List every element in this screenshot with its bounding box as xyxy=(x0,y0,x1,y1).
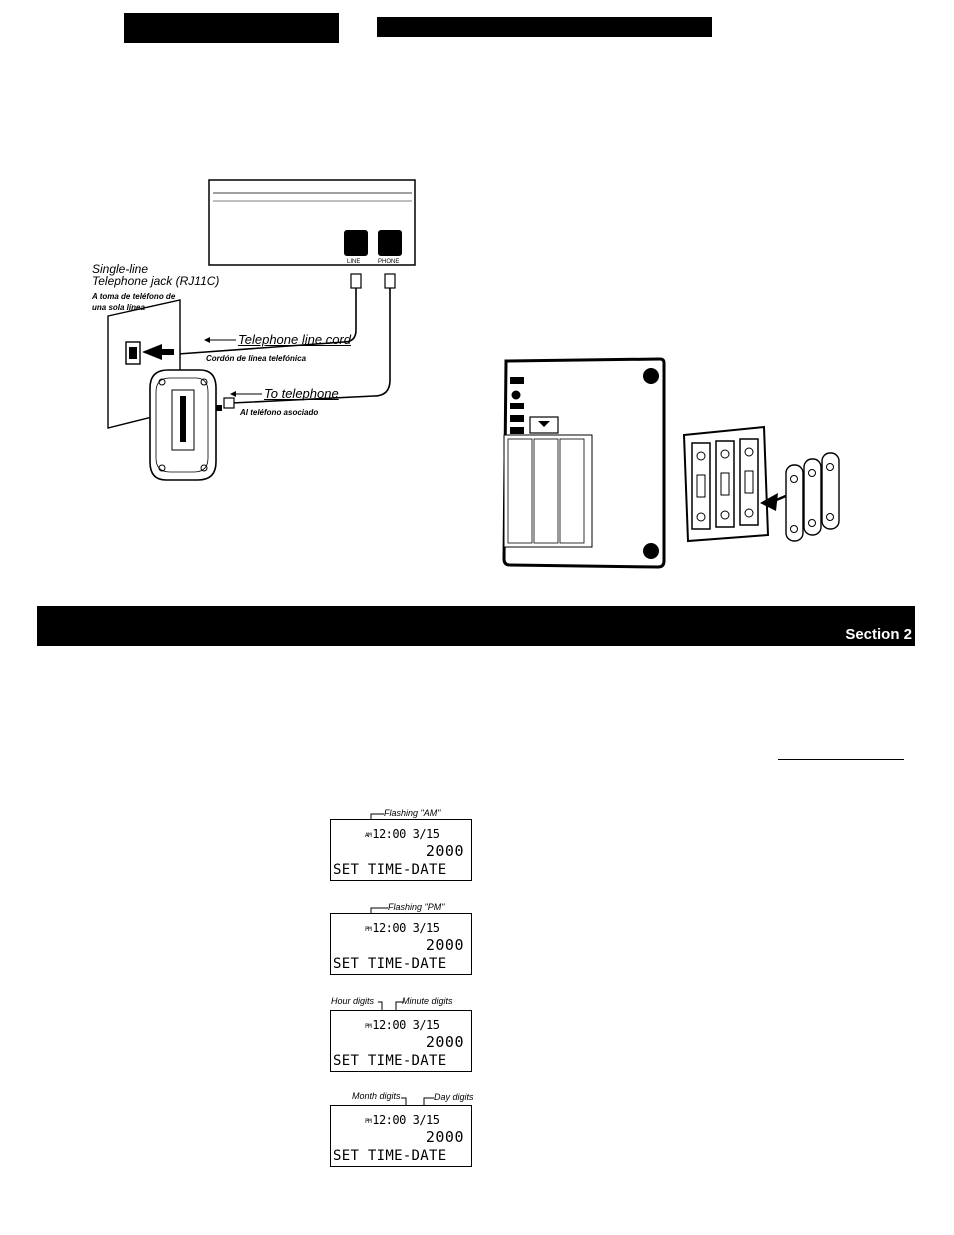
telephone-base xyxy=(149,369,217,481)
wall-jack-label-1: Single-line xyxy=(92,262,149,276)
line-jack xyxy=(344,230,368,256)
header-bar-left xyxy=(124,13,339,43)
battery-door xyxy=(682,425,770,543)
time-value: 12:00 xyxy=(372,921,406,935)
lcd-display-4: PM12:00 3/15 2000 SET TIME-DATE xyxy=(330,1105,472,1167)
lcd-display-1: AM12:00 3/15 2000 SET TIME-DATE xyxy=(330,819,472,881)
ampm-indicator: AM xyxy=(365,832,372,839)
time-value: 12:00 xyxy=(372,1018,406,1032)
answering-machine-unit xyxy=(208,179,416,266)
display-1-annotation: Flashing "AM" xyxy=(384,808,441,818)
display-message: SET TIME-DATE xyxy=(333,956,447,972)
battery-diagram xyxy=(502,357,840,569)
section-header-bar xyxy=(37,606,915,646)
wall-jack-label-2: Telephone jack (RJ11C) xyxy=(92,274,220,288)
display-4-annotation-day: Day digits xyxy=(434,1092,474,1102)
phone-jack-label: PHONE xyxy=(378,259,400,265)
year-value: 2000 xyxy=(425,1033,464,1051)
lcd-display-2: PM12:00 3/15 2000 SET TIME-DATE xyxy=(330,913,472,975)
to-telephone-label: To telephone xyxy=(264,386,339,401)
date-value: 3/15 xyxy=(412,1018,440,1032)
section-number-label: Section 2 xyxy=(845,626,912,643)
date-value: 3/15 xyxy=(412,827,440,841)
date-value: 3/15 xyxy=(412,921,440,935)
ampm-indicator: PM xyxy=(365,1118,372,1125)
display-3-annotation-minute: Minute digits xyxy=(402,996,453,1006)
date-value: 3/15 xyxy=(412,1113,440,1127)
phone-jack xyxy=(378,230,402,256)
display-2-annotation: Flashing "PM" xyxy=(388,902,445,912)
lcd-display-3: PM12:00 3/15 2000 SET TIME-DATE xyxy=(330,1010,472,1072)
display-4-annotation-month: Month digits xyxy=(352,1091,401,1101)
wall-jack-spanish-1: A toma de teléfono de xyxy=(92,292,176,301)
display-message: SET TIME-DATE xyxy=(333,1148,447,1164)
ampm-indicator: PM xyxy=(365,926,372,933)
time-value: 12:00 xyxy=(372,1113,406,1127)
time-value: 12:00 xyxy=(372,827,406,841)
display-message: SET TIME-DATE xyxy=(333,1053,447,1069)
batteries xyxy=(785,452,840,542)
display-message: SET TIME-DATE xyxy=(333,862,447,878)
display-3-annotation-hour: Hour digits xyxy=(331,996,375,1006)
ampm-indicator: PM xyxy=(365,1023,372,1030)
line-jack-label: LINE xyxy=(347,259,361,265)
to-telephone-spanish: Al teléfono asociado xyxy=(240,408,319,417)
line-cord-label: Telephone line cord xyxy=(238,332,351,347)
year-value: 2000 xyxy=(425,842,464,860)
underline-rule xyxy=(778,759,904,760)
line-cord-spanish: Cordón de línea telefónica xyxy=(206,354,307,363)
connection-diagram xyxy=(107,179,416,481)
year-value: 2000 xyxy=(425,1128,464,1146)
wall-jack-spanish-2: una sola línea xyxy=(92,303,145,312)
header-bar-right xyxy=(377,17,712,37)
year-value: 2000 xyxy=(425,936,464,954)
